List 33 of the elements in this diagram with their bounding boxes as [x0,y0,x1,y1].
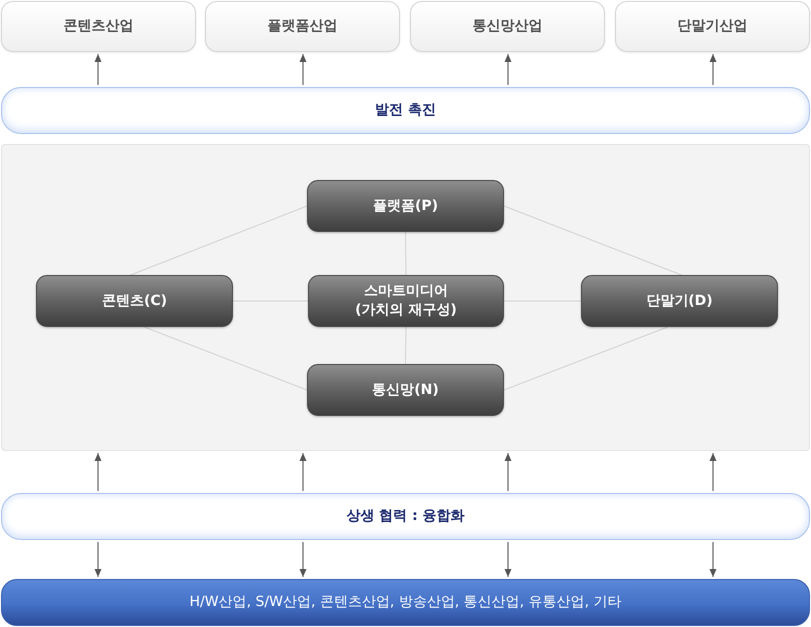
industry-box: 단말기산업 [615,1,810,52]
arrow [94,452,102,492]
rounded-box: 스마트미디어 (가치의 재구성) [308,275,504,327]
connector-line [405,326,406,364]
connector-line [130,206,308,276]
connector-line [144,326,308,390]
arrow [300,452,306,492]
rounded-banner: H/W산업, S/W산업, 콘텐츠산업, 방송산업, 통신산업, 유통산업, 기타 [1,579,810,626]
arrow [94,54,102,86]
arrow [94,542,102,578]
connector-line [504,300,582,302]
industry-box: 플랫폼산업 [205,1,400,52]
arrow [710,54,716,86]
arrow [504,542,512,578]
arrow [710,452,716,492]
connector-line [232,300,308,302]
rounded-banner: 발전 촉진 [1,87,810,134]
arrow [504,452,512,492]
arrow [504,54,512,86]
connector-line [405,232,406,276]
industry-box: 통신망산업 [410,1,605,52]
arrow [300,542,306,578]
rounded-box: 단말기(D) [581,275,778,327]
arrow [300,54,306,86]
arrow [710,542,716,578]
connector-line [504,326,668,390]
panel-box [1,144,810,451]
rounded-box: 통신망(N) [307,364,504,416]
rounded-box: 콘텐츠(C) [36,275,233,327]
rounded-banner: 상생 협력 : 융합화 [1,493,810,540]
rounded-box: 플랫폼(P) [307,180,504,232]
connector-line [504,206,682,276]
industry-box: 콘텐츠산업 [1,1,196,52]
